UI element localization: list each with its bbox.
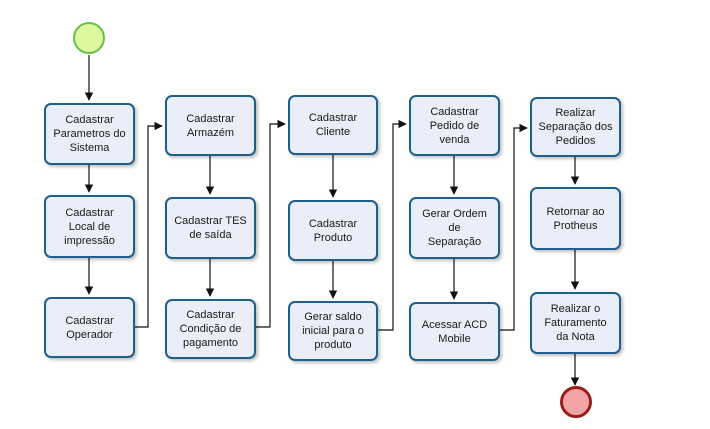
task-cadastrar-local-impressao: Cadastrar Local de impressão	[44, 195, 135, 258]
task-gerar-saldo-inicial: Gerar saldo inicial para o produto	[288, 301, 378, 361]
end-event	[560, 386, 592, 418]
flow-condicao-to-cliente	[256, 119, 286, 328]
task-cadastrar-tes-saida: Cadastrar TES de saída	[165, 197, 256, 259]
task-realizar-separacao-pedidos: Realizar Separação dos Pedidos	[530, 97, 621, 157]
start-event	[73, 22, 105, 54]
flow-saldo-to-pedido	[378, 119, 407, 331]
task-cadastrar-operador: Cadastrar Operador	[44, 297, 135, 358]
task-gerar-ordem-separacao: Gerar Ordem de Separação	[409, 197, 500, 259]
task-realizar-faturamento: Realizar o Faturamento da Nota	[530, 292, 621, 354]
task-acessar-acd-mobile: Acessar ACD Mobile	[409, 302, 500, 361]
task-cadastrar-produto: Cadastrar Produto	[288, 200, 378, 261]
task-cadastrar-pedido-venda: Cadastrar Pedido de venda	[409, 95, 500, 156]
flow-operador-to-armazem	[135, 121, 163, 328]
task-retornar-protheus: Retornar ao Protheus	[530, 187, 621, 250]
flow-acd-to-separacao	[500, 123, 528, 331]
task-cadastrar-armazem: Cadastrar Armazém	[165, 95, 256, 156]
task-cadastrar-condicao-pagamento: Cadastrar Condição de pagamento	[165, 299, 256, 359]
task-cadastrar-parametros: Cadastrar Parametros do Sistema	[44, 103, 135, 165]
task-cadastrar-cliente: Cadastrar Cliente	[288, 95, 378, 155]
